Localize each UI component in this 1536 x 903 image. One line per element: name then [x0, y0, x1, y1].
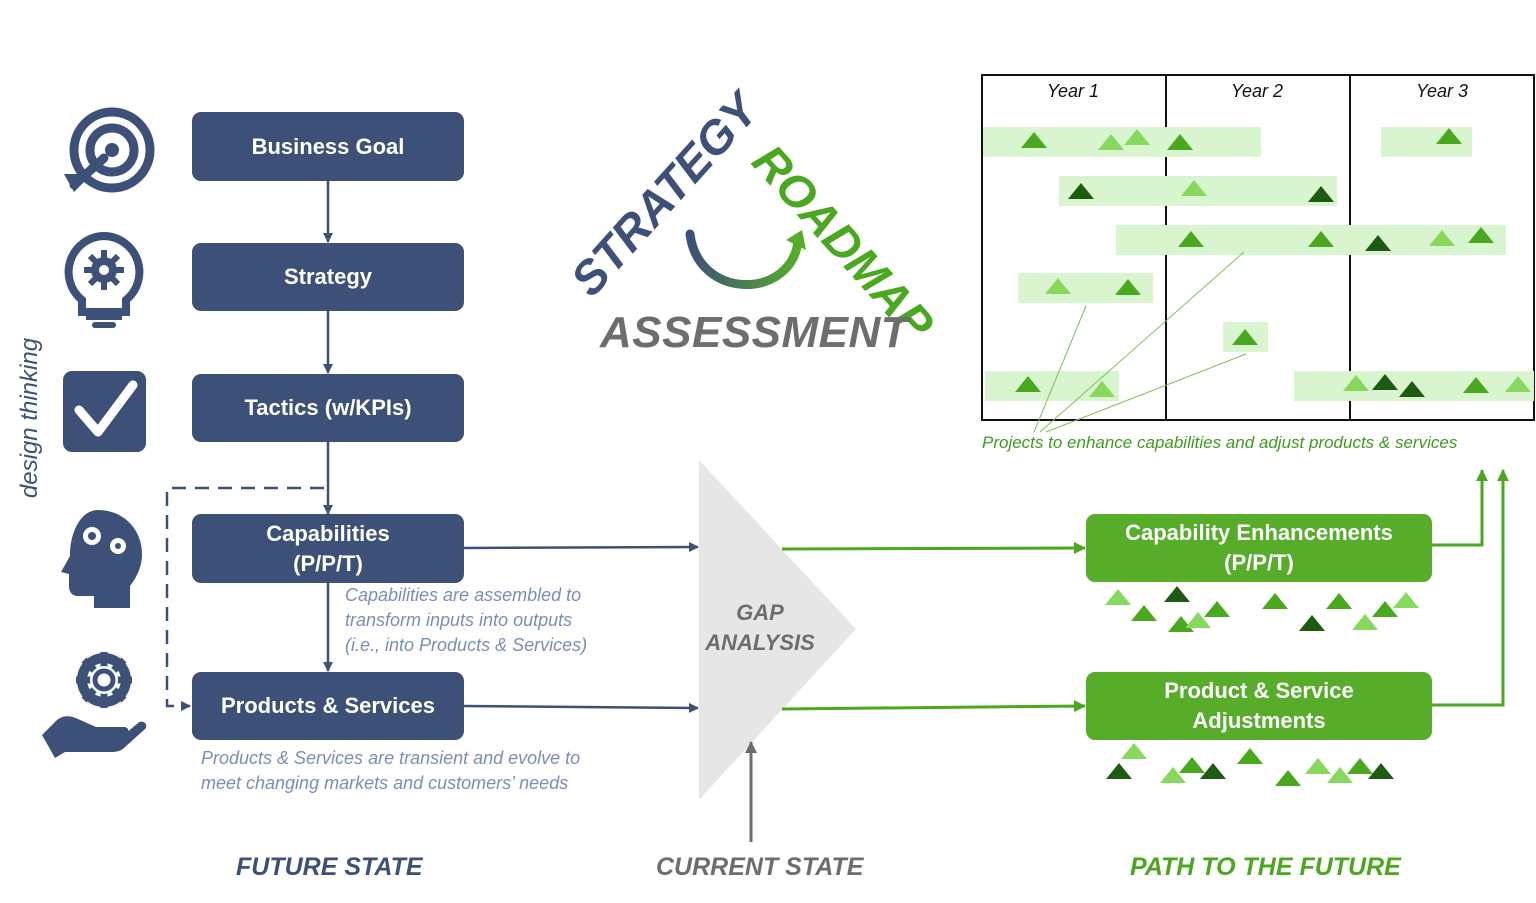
milestone-triangle [1160, 767, 1186, 783]
path-future-label: PATH TO THE FUTURE [1130, 853, 1401, 881]
business-goal-box: Business Goal [192, 112, 464, 181]
milestone-triangle [1262, 593, 1288, 609]
milestone-triangle [1299, 615, 1325, 631]
current-state-label: CURRENT STATE [656, 853, 864, 881]
capabilities-sublabel: (P/P/T) [293, 550, 363, 576]
milestone-triangle [1089, 381, 1115, 397]
milestone-triangle [1275, 770, 1301, 786]
milestone-triangle [1179, 757, 1205, 773]
products-services-label: Products & Services [221, 693, 435, 718]
milestone-triangle [1185, 612, 1211, 628]
strategy-box: Strategy [192, 243, 464, 311]
roadmap-year-3: Year 3 [1415, 81, 1469, 101]
milestone-triangle [1164, 586, 1190, 602]
milestone-triangle [1204, 601, 1230, 617]
adjustments-label-1: Product & Service [1164, 678, 1354, 703]
milestone-triangle [1181, 180, 1207, 196]
milestone-triangle [1429, 230, 1455, 246]
products-services-box: Products & Services [192, 672, 464, 740]
milestone-triangle [1352, 614, 1378, 630]
milestone-triangle [1178, 231, 1204, 247]
milestone-triangle [1308, 231, 1334, 247]
capabilities-note: Capabilities are assembled to transform … [345, 585, 588, 655]
milestone-triangle [1131, 605, 1157, 621]
milestone-triangle [1115, 279, 1141, 295]
milestone-triangle [1121, 743, 1147, 759]
logo-strategy: STRATEGY [560, 80, 771, 306]
roadmap-leader-lines [1033, 251, 1247, 433]
cycle-arrow-icon [685, 229, 806, 289]
future-state-label: FUTURE STATE [236, 853, 423, 881]
milestone-triangle [1098, 134, 1124, 150]
tactics-box: Tactics (w/KPIs) [192, 374, 464, 442]
logo-assessment: ASSESSMENT [600, 308, 909, 357]
capabilities-label: Capabilities [266, 520, 390, 546]
milestone-triangle [1308, 186, 1334, 202]
lightbulb-gear-icon [64, 231, 144, 328]
milestone-triangle [1021, 132, 1047, 148]
hand-gear-icon [42, 652, 147, 758]
milestone-triangle [1463, 377, 1489, 393]
gap-analysis-label: GAP ANALYSIS [705, 600, 815, 655]
milestone-triangle [1372, 374, 1398, 390]
roadmap-note: Projects to enhance capabilities and adj… [982, 433, 1458, 452]
milestone-triangle [1045, 278, 1071, 294]
future-connectors [165, 181, 699, 713]
capabilities-box: Capabilities (P/P/T) [192, 514, 464, 583]
roadmap-year-1: Year 1 [1046, 81, 1100, 101]
milestone-triangle [1068, 183, 1094, 199]
milestone-triangle [1326, 593, 1352, 609]
roadmap-bars [983, 127, 1534, 401]
milestone-triangle [1305, 758, 1331, 774]
strategy-label: Strategy [283, 264, 373, 289]
milestone-triangle [1343, 375, 1369, 391]
product-service-adjustments-box: Product & Service Adjustments [1086, 672, 1432, 740]
milestone-triangle [1393, 592, 1419, 608]
gap-analysis-shape [699, 460, 856, 800]
milestone-triangle [1505, 376, 1531, 392]
milestone-triangle [1124, 129, 1150, 145]
milestone-triangle [1237, 748, 1263, 764]
target-arrow-icon [64, 107, 155, 193]
milestone-triangle [1015, 376, 1041, 392]
roadmap-year-2: Year 2 [1230, 81, 1284, 101]
milestone-triangle [1368, 763, 1394, 779]
milestone-triangle [1468, 227, 1494, 243]
milestone-triangles [1015, 128, 1531, 786]
capability-enhancements-sublabel: (P/P/T) [1224, 550, 1294, 575]
milestone-triangle [1327, 767, 1353, 783]
path-connectors [781, 469, 1509, 713]
head-gears-icon [61, 510, 142, 608]
milestone-triangle [1399, 381, 1425, 397]
milestone-triangle [1105, 589, 1131, 605]
milestone-triangle [1436, 128, 1462, 144]
milestone-triangle [1365, 235, 1391, 251]
capability-enhancements-box: Capability Enhancements (P/P/T) [1086, 514, 1432, 582]
checkbox-icon [63, 371, 146, 452]
business-goal-label: Business Goal [251, 133, 405, 159]
products-note: Products & Services are transient and ev… [201, 748, 581, 793]
milestone-triangle [1167, 134, 1193, 150]
capability-enhancements-label: Capability Enhancements [1125, 520, 1393, 545]
milestone-triangle [1232, 329, 1258, 345]
milestone-triangle [1372, 601, 1398, 617]
adjustments-label-2: Adjustments [1192, 708, 1326, 733]
milestone-triangle [1347, 758, 1373, 774]
side-label-design-thinking: design thinking [16, 337, 43, 499]
tactics-label: Tactics (w/KPIs) [244, 395, 412, 420]
milestone-triangle [1106, 763, 1132, 779]
milestone-triangle [1200, 763, 1226, 779]
